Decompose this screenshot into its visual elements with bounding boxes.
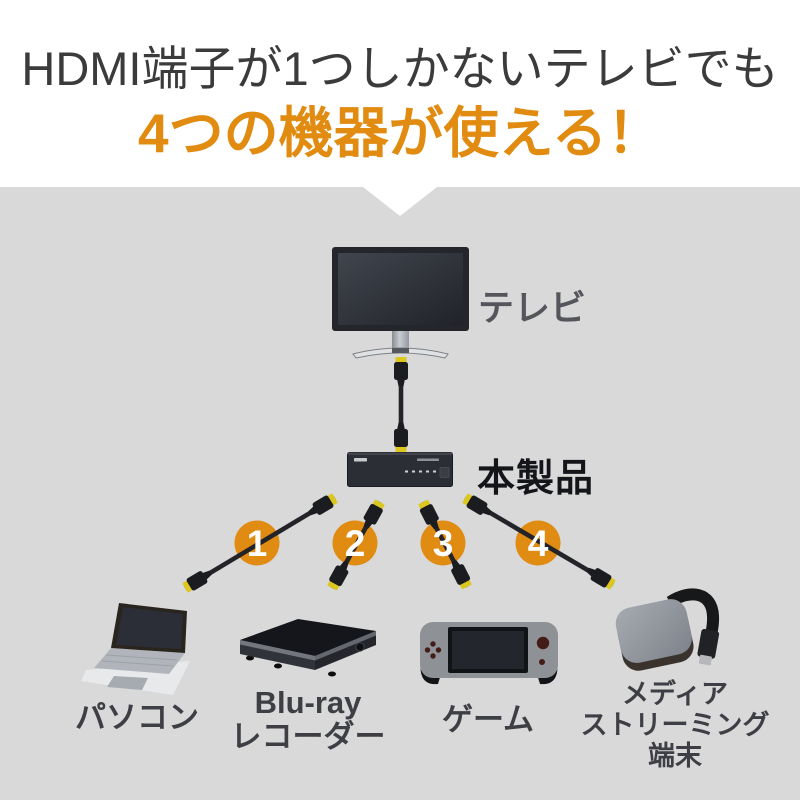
device-label-game: ゲーム: [413, 703, 563, 737]
device-label-line: メディア: [621, 679, 729, 709]
device-label-line: レコーダー: [230, 719, 386, 754]
tv-icon: [332, 247, 469, 359]
console-stick: [536, 636, 550, 650]
switch-led-row: [405, 470, 436, 473]
laptop-display: [116, 607, 183, 649]
console-screen: [452, 631, 524, 669]
pointer-notch: [363, 187, 437, 216]
recorder-button: [355, 642, 365, 652]
tv-screen: [338, 253, 463, 325]
switch-model-mark: [417, 458, 439, 461]
game-console-icon: [420, 622, 558, 685]
device-label-bluray: Blu-ray レコーダー: [213, 686, 403, 754]
tv-label: テレビ: [478, 287, 587, 328]
recorder-stripe-right: [315, 631, 376, 661]
laptop-touchpad: [107, 676, 148, 690]
headline-line1: HDMI端子が1つしかないテレビでも: [21, 42, 779, 95]
console-button: [539, 659, 545, 665]
hdmi-switch-icon: [347, 452, 453, 487]
device-label-pc: パソコン: [52, 701, 222, 735]
headline-line2: 4つの機器が使える！: [138, 102, 662, 164]
console-dpad: [424, 641, 442, 659]
device-label-line: ゲーム: [441, 702, 535, 737]
streaming-hdmi-plug: [697, 628, 720, 666]
product-label: 本製品: [477, 458, 595, 500]
laptop-icon: [81, 603, 190, 695]
device-label-line: パソコン: [75, 700, 199, 735]
switch-brand-mark: [354, 458, 367, 462]
header-banner: HDMI端子が1つしかないテレビでも 4つの機器が使える！: [0, 0, 800, 187]
switch-button: [439, 467, 450, 478]
media-streaming-icon: [615, 588, 720, 671]
device-label-line: Blu-ray: [254, 685, 362, 720]
laptop-keyboard: [94, 648, 185, 674]
tv-stand-hinge: [392, 348, 409, 353]
device-label-line: 端末: [648, 741, 702, 771]
tv-stand-neck: [392, 331, 409, 349]
device-label-line: ストリーミング: [580, 710, 770, 740]
recorder-top: [240, 619, 376, 656]
bluray-recorder-icon: [240, 619, 376, 677]
streaming-puck: [615, 599, 694, 671]
streaming-cable: [666, 588, 720, 637]
recorder-stripe-left: [240, 640, 315, 661]
switch-body: [347, 452, 453, 487]
device-label-media: メディア ストリーミング 端末: [577, 679, 773, 772]
switch-top-highlight: [347, 452, 453, 455]
